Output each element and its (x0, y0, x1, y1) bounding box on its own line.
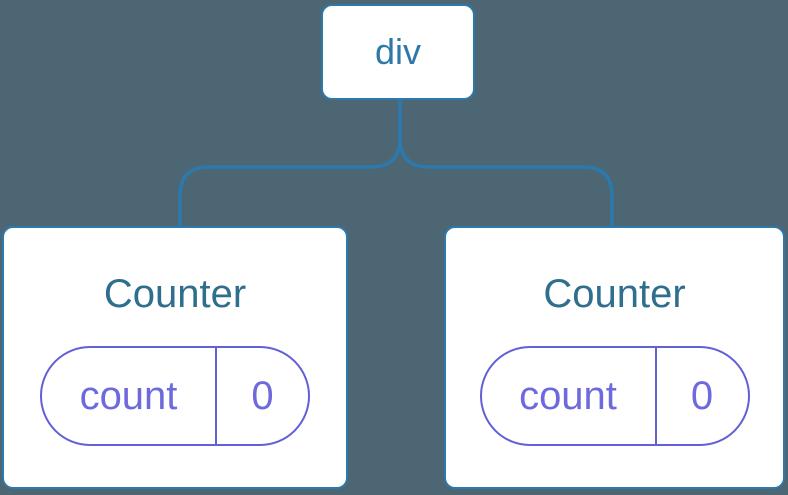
counter-card-left: Counter count 0 (2, 226, 348, 489)
state-value: 0 (251, 373, 274, 418)
counter-card-right: Counter count 0 (444, 226, 785, 489)
state-value: 0 (690, 373, 714, 418)
connector-left-branch (178, 100, 402, 227)
connector-right-branch (398, 100, 614, 227)
root-node-div: div (321, 4, 475, 100)
state-pill: count 0 (40, 346, 310, 446)
state-pill: count 0 (479, 346, 750, 446)
component-title: Counter (103, 272, 247, 316)
component-title: Counter (543, 272, 686, 316)
state-key: count (482, 348, 657, 444)
root-node-label: div (374, 31, 422, 72)
state-key: count (42, 348, 217, 444)
